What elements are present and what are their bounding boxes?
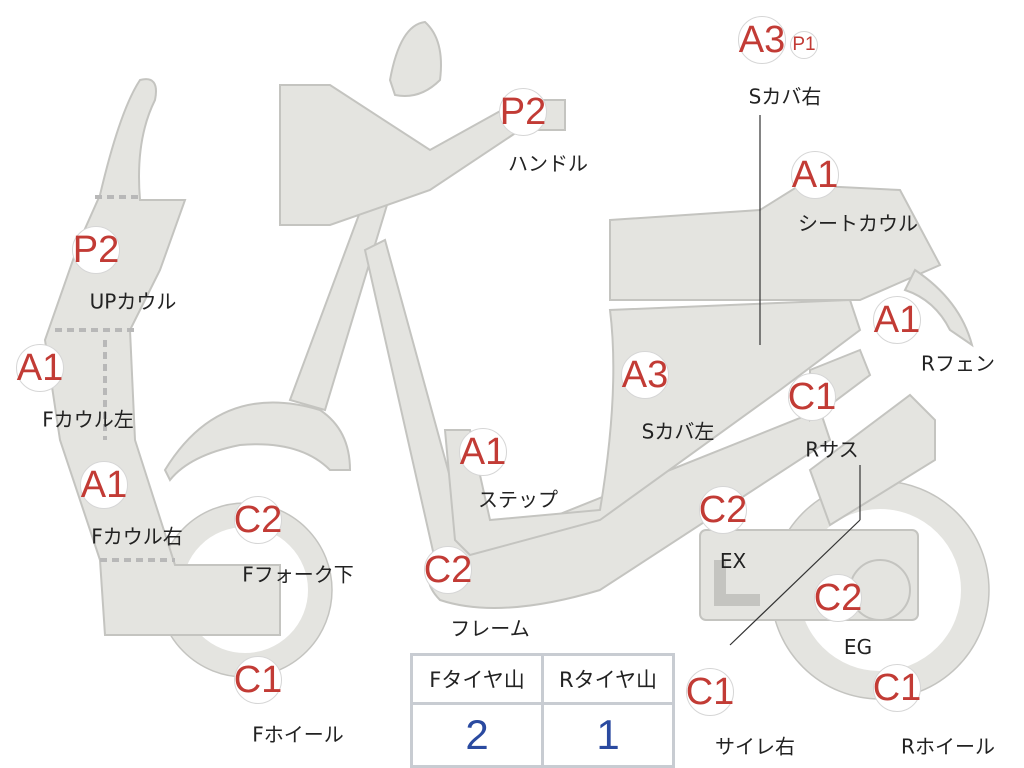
damage-code-marker: C1 xyxy=(234,656,282,704)
damage-code-marker: P2 xyxy=(499,88,547,136)
damage-code-marker: A1 xyxy=(16,344,64,392)
rear-tire-value: 1 xyxy=(541,702,675,768)
damage-code-marker-secondary: P1 xyxy=(790,31,818,59)
front-tire-header: Fタイヤ山 xyxy=(410,653,544,705)
part-label: Rホイール xyxy=(901,734,995,759)
damage-code-marker: A1 xyxy=(80,461,128,509)
damage-code-marker: C2 xyxy=(699,486,747,534)
damage-code-marker: C2 xyxy=(814,574,862,622)
part-label: フレーム xyxy=(450,616,530,641)
damage-code-marker: A3 xyxy=(738,16,786,64)
part-label: Rフェン xyxy=(921,351,995,376)
part-label: サイレ右 xyxy=(715,734,795,759)
part-label: Fホイール xyxy=(252,722,344,747)
damage-code-marker: P2 xyxy=(72,226,120,274)
part-label: ハンドル xyxy=(508,151,588,176)
part-label: Sカバ左 xyxy=(641,419,715,444)
part-label: Fフォーク下 xyxy=(242,562,354,587)
part-label: Fカウル右 xyxy=(91,524,183,549)
part-label: EX xyxy=(719,549,747,573)
damage-code-marker: C1 xyxy=(788,373,836,421)
damage-code-marker: C1 xyxy=(873,664,921,712)
part-label: Fカウル左 xyxy=(42,407,134,432)
damage-code-marker: A1 xyxy=(873,296,921,344)
part-label: EG xyxy=(843,635,873,659)
damage-code-marker: C2 xyxy=(424,546,472,594)
part-label: UPカウル xyxy=(89,289,177,314)
damage-code-marker: A1 xyxy=(791,151,839,199)
damage-code-marker: C2 xyxy=(234,496,282,544)
part-label: Sカバ右 xyxy=(748,84,822,109)
damage-code-marker: A3 xyxy=(621,351,669,399)
rear-tire-header: Rタイヤ山 xyxy=(541,653,675,705)
damage-code-marker: A1 xyxy=(459,428,507,476)
part-label: シートカウル xyxy=(798,211,918,236)
damage-code-marker: C1 xyxy=(686,668,734,716)
part-label: Rサス xyxy=(805,437,859,462)
part-label: ステップ xyxy=(478,487,558,512)
front-tire-value: 2 xyxy=(410,702,544,768)
